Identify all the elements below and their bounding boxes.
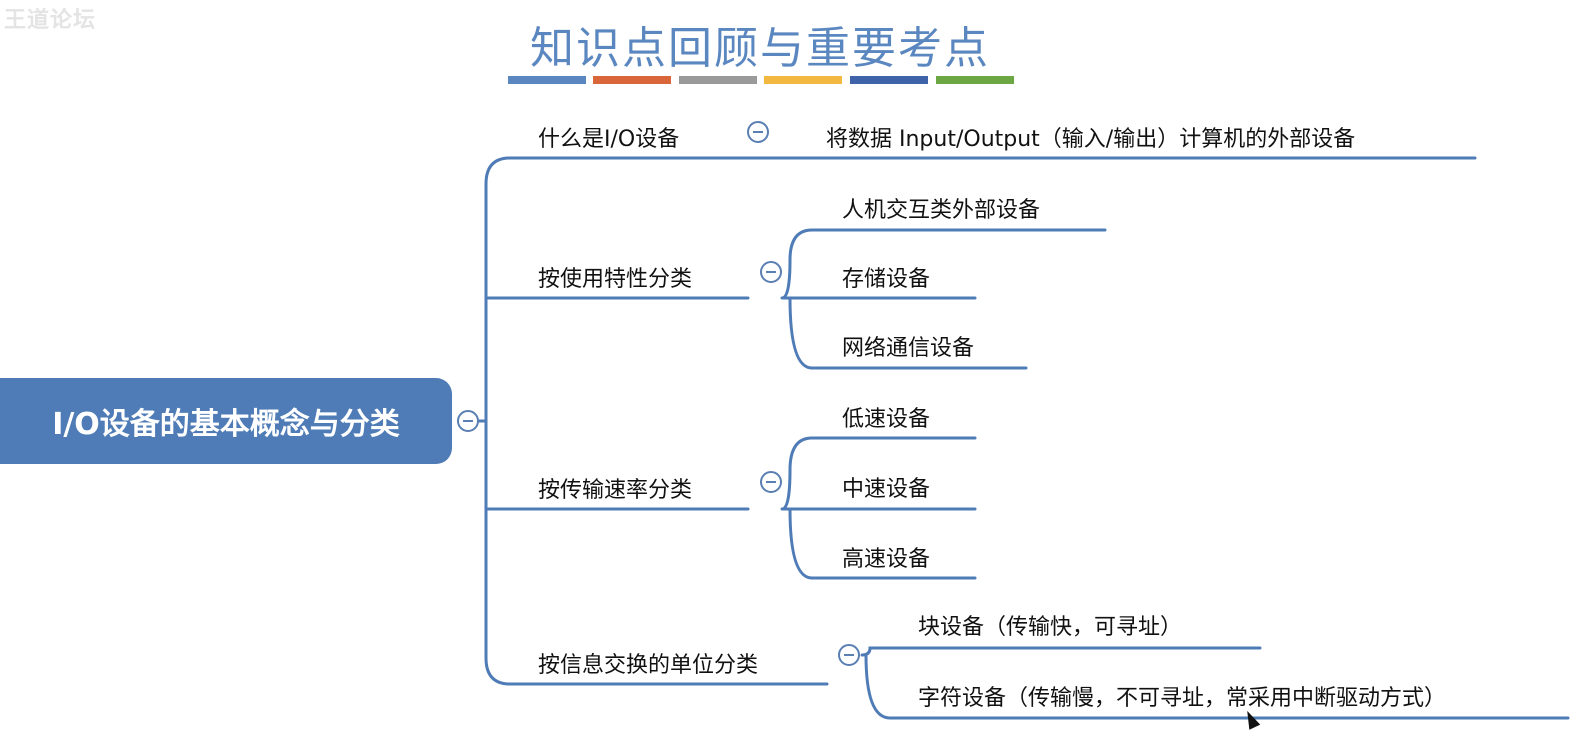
title-bar-4	[764, 76, 842, 84]
branch-2-label[interactable]: 按使用特性分类	[538, 267, 693, 292]
branch-2-child-3[interactable]: 网络通信设备	[842, 336, 975, 361]
branch-3-child-1[interactable]: 低速设备	[842, 407, 931, 432]
branch-1-label[interactable]: 什么是I/O设备	[538, 127, 680, 152]
branch-3-label[interactable]: 按传输速率分类	[538, 478, 693, 503]
root-node[interactable]: I/O设备的基本概念与分类	[0, 378, 452, 464]
connector-b4	[860, 646, 892, 720]
collapse-branch-1-icon[interactable]	[747, 121, 769, 143]
connector-trunk	[484, 156, 512, 686]
collapse-branch-3-icon[interactable]	[760, 471, 782, 493]
collapse-branch-4-icon[interactable]	[838, 644, 860, 666]
branch-2-child-2[interactable]: 存储设备	[842, 267, 931, 292]
branch-4-child-2[interactable]: 字符设备（传输慢，不可寻址，常采用中断驱动方式）	[918, 686, 1447, 711]
collapse-root-icon[interactable]	[457, 410, 479, 432]
watermark-text: 王道论坛	[4, 8, 97, 33]
connector-b2	[780, 228, 814, 370]
branch-3-child-3[interactable]: 高速设备	[842, 547, 931, 572]
branch-1-child-1[interactable]: 将数据 Input/Output（输入/输出）计算机的外部设备	[826, 127, 1356, 152]
branch-3-child-2[interactable]: 中速设备	[842, 477, 931, 502]
connector-b3	[780, 436, 814, 580]
branch-4-child-1[interactable]: 块设备（传输快，可寻址）	[918, 615, 1183, 640]
collapse-branch-2-icon[interactable]	[760, 261, 782, 283]
title-bar-2	[593, 76, 671, 84]
title-bar-5	[850, 76, 928, 84]
branch-2-child-1[interactable]: 人机交互类外部设备	[842, 198, 1041, 223]
branch-4-label[interactable]: 按信息交换的单位分类	[538, 653, 759, 678]
root-node-label: I/O设备的基本概念与分类	[52, 407, 400, 442]
title-bar-1	[508, 76, 586, 84]
page-title: 知识点回顾与重要考点	[530, 23, 990, 74]
title-bar-3	[679, 76, 757, 84]
title-bar-6	[936, 76, 1014, 84]
